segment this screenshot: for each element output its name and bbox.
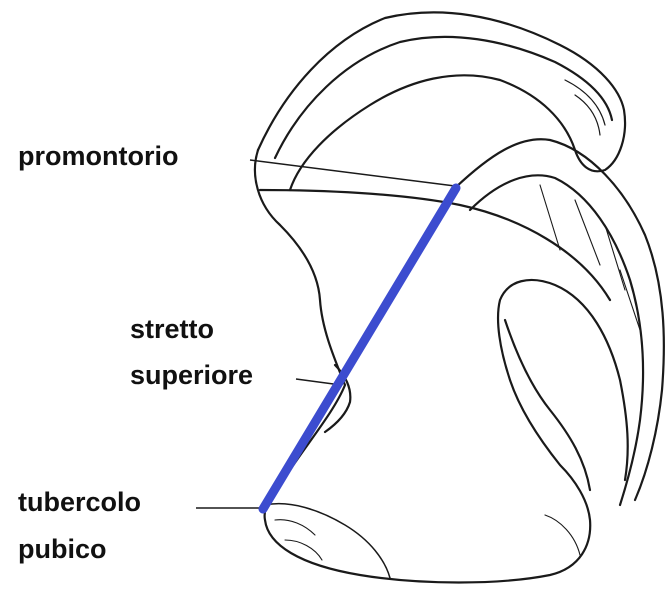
iliac-crest-texture xyxy=(565,80,605,135)
sacrum-outline xyxy=(455,139,664,500)
label-tubercolo-line1: tubercolo xyxy=(18,489,141,516)
sacrum-inner xyxy=(470,175,643,505)
label-stretto-line2: superiore xyxy=(130,362,253,389)
pelvic-inlet-line xyxy=(263,188,456,509)
label-promontorio: promontorio xyxy=(18,143,178,170)
arcuate-line xyxy=(260,190,610,300)
promontorio-leader xyxy=(250,160,455,186)
ischial-inner xyxy=(505,320,590,490)
pubic-texture xyxy=(275,515,580,560)
label-stretto-line1: stretto xyxy=(130,316,214,343)
label-tubercolo-line2: pubico xyxy=(18,536,107,563)
